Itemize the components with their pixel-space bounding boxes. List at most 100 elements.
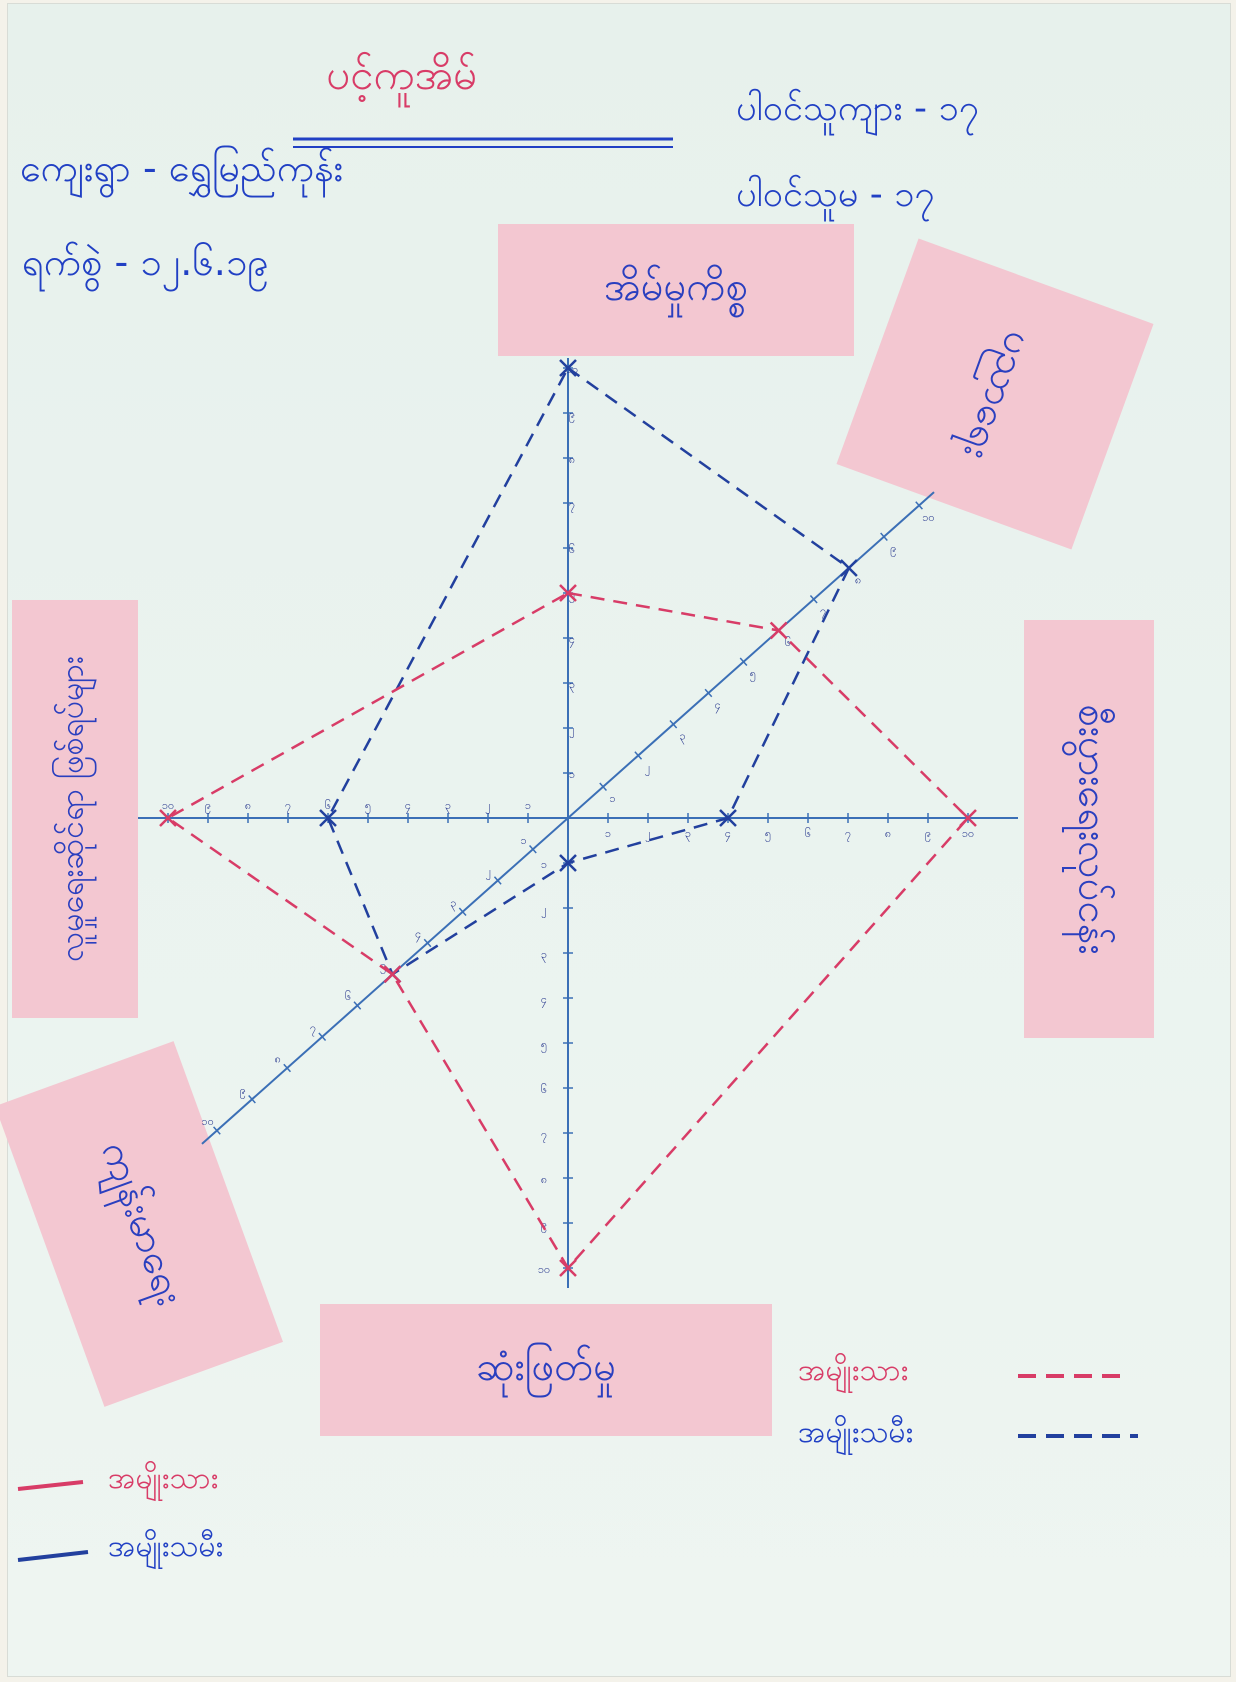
tick-label-top-9: ၉: [569, 408, 575, 423]
tick-label-bottom-2: ၂: [541, 903, 546, 918]
tick-label-top_right-3: ၃: [680, 730, 686, 745]
tick-label-bottom-6: ၆: [541, 1083, 547, 1096]
tick-label-left-3: ၃: [445, 799, 451, 814]
tick-label-bottom_left-1: ၁: [520, 834, 526, 847]
tick-label-bottom_left-10: ၁၀: [201, 1115, 213, 1128]
tick-label-right-7: ၇: [845, 827, 851, 842]
tick-label-right-5: ၅: [765, 827, 771, 842]
tick-label-bottom-3: ၃: [541, 948, 547, 963]
village-text: ကျေးရွာ - ရွှေမြည်ကုန်း: [20, 146, 344, 190]
tick-label-top_right-10: ၁၀: [922, 511, 934, 524]
tick-label-top-3: ၃: [569, 678, 575, 693]
tick-label-bottom_left-8: ၈: [275, 1053, 281, 1066]
tick-label-bottom-1: ၁: [541, 858, 547, 871]
tick-bottom_left-2: [493, 876, 502, 885]
tick-label-left-8: ၈: [245, 799, 251, 812]
tick-label-top-2: ၂: [569, 723, 574, 738]
tick-label-bottom_left-4: ၄: [415, 928, 421, 943]
spider-chart: ၁၂၃၄၅၆၇၈၉၁၀၁၂၃၄၅၆၇၈၉၁၀၁၂၃၄၅၆၇၈၉၁၀၁၂၃၄၅၆၇…: [138, 358, 1018, 1288]
tick-bottom_left-4: [423, 938, 432, 948]
tick-label-bottom_left-2: ၂: [486, 865, 491, 880]
tick-top_right-3: [669, 720, 678, 729]
tick-top_right-5: [739, 657, 748, 666]
tick-label-left-10: ၁၀: [162, 799, 174, 812]
tick-top_right-4: [704, 688, 713, 698]
tick-label-left-2: ၂: [485, 799, 490, 814]
tick-bottom_left-8: [283, 1063, 292, 1073]
series-female-point-top: [559, 359, 577, 377]
tick-label-top-4: ၄: [569, 633, 575, 648]
tick-bottom_left-10: [213, 1126, 221, 1135]
tick-top_right-9: [880, 532, 888, 541]
tick-bottom_left-3: [458, 907, 467, 916]
tick-label-top-7: ၇: [569, 498, 575, 513]
tick-label-left-5: ၅: [365, 799, 371, 814]
tick-label-bottom_left-9: ၉: [240, 1084, 246, 1099]
legend-bottom-male-swatch: [17, 1480, 84, 1491]
legend-male-label: အမျိုးသား: [798, 1353, 909, 1388]
date-text: ရက်စွဲ - ၁၂.၆.၁၉: [22, 240, 269, 284]
tick-label-bottom-5: ၅: [541, 1038, 547, 1053]
tick-label-right-4: ၄: [725, 827, 731, 842]
tick-label-bottom_left-3: ၃: [450, 896, 456, 911]
tick-label-right-3: ၃: [685, 827, 691, 842]
axis-label-decision-text: ဆုံးဖြတ်မှု: [475, 1343, 617, 1390]
tick-top_right-2: [634, 751, 643, 760]
tick-label-top-6: ၆: [569, 543, 575, 556]
tick-label-top-1: ၁: [569, 768, 575, 781]
title-underline: [293, 137, 673, 148]
tick-label-top_right-9: ၉: [890, 542, 896, 557]
series-female-point-top_right: [839, 559, 858, 577]
series-male-point-top_right: [769, 621, 788, 640]
tick-label-bottom_left-6: ၆: [345, 990, 351, 1003]
tick-label-top_right-2: ၂: [645, 761, 650, 776]
tick-label-top-8: ၈: [569, 453, 575, 466]
tick-label-bottom-4: ၄: [541, 993, 547, 1008]
series-male-point-top: [559, 584, 577, 602]
legend-lines: [17, 1374, 1138, 1562]
axis-label-decision: ဆုံးဖြတ်မှု: [320, 1304, 772, 1436]
legend-bottom-female-label: အမျိုးသမီး: [108, 1529, 224, 1564]
tick-bottom_left-1: [529, 845, 537, 854]
tick-top_right-10: [915, 501, 923, 510]
series-female-point-right: [719, 809, 737, 827]
tick-top_right-7: [809, 594, 818, 604]
tick-bottom_left-7: [318, 1032, 327, 1042]
tick-label-right-10: ၁၀: [962, 827, 974, 840]
series-female-point-bottom: [559, 854, 577, 872]
series-female-point-left: [319, 809, 337, 827]
tick-label-bottom-7: ၇: [541, 1128, 547, 1143]
tick-label-left-6: ၆: [325, 799, 331, 812]
tick-bottom_left-6: [353, 1001, 362, 1010]
female-participants-text: ပါဝင်သူမ - ၁၇: [736, 174, 935, 215]
tick-label-top_right-5: ၅: [750, 667, 756, 682]
series-male-point-bottom_left: [383, 965, 402, 984]
tick-label-right-9: ၉: [925, 827, 931, 842]
tick-label-left-9: ၉: [205, 799, 211, 814]
tick-label-top_right-8: ၈: [855, 573, 861, 586]
legend-bottom-female-swatch: [17, 1550, 89, 1562]
tick-label-top_right-6: ၆: [785, 636, 791, 649]
tick-label-bottom-8: ၈: [541, 1173, 547, 1186]
tick-top_right-1: [599, 782, 607, 791]
tick-label-top_right-1: ၁: [609, 792, 615, 805]
tick-label-right-2: ၂: [645, 827, 650, 842]
series-male-point-right: [959, 809, 977, 827]
axis-label-housework: အိမ်မှုကိစ္စ: [498, 224, 854, 356]
axis-label-social: လူမှုရေးဆိုင်ရာ ဖြစ်ရပ်များ: [12, 600, 138, 1018]
tick-bottom_left-9: [248, 1095, 256, 1104]
axis-diagonal: [201, 491, 935, 1145]
tick-label-right-1: ၁: [605, 827, 611, 840]
poster-sheet: ပင့်ကူအိမ် ကျေးရွာ - ရွှေမြည်ကုန်း ရက်စွ…: [0, 4, 1230, 1676]
tick-label-left-4: ၄: [405, 799, 411, 814]
tick-label-top_right-7: ၇: [820, 605, 826, 620]
male-participants-text: ပါဝင်သူကျား - ၁၇: [736, 88, 979, 129]
legend-female-label: အမျိုးသမီး: [798, 1415, 914, 1450]
series-male-point-bottom: [559, 1259, 577, 1277]
tick-label-left-1: ၁: [525, 799, 531, 812]
tick-label-right-6: ၆: [805, 827, 811, 840]
tick-label-bottom_left-7: ၇: [310, 1021, 316, 1036]
tick-label-right-8: ၈: [885, 827, 891, 840]
tick-label-bottom-10: ၁၀: [538, 1263, 550, 1276]
axis-label-housework-text: အိမ်မှုကိစ္စ: [603, 263, 749, 310]
